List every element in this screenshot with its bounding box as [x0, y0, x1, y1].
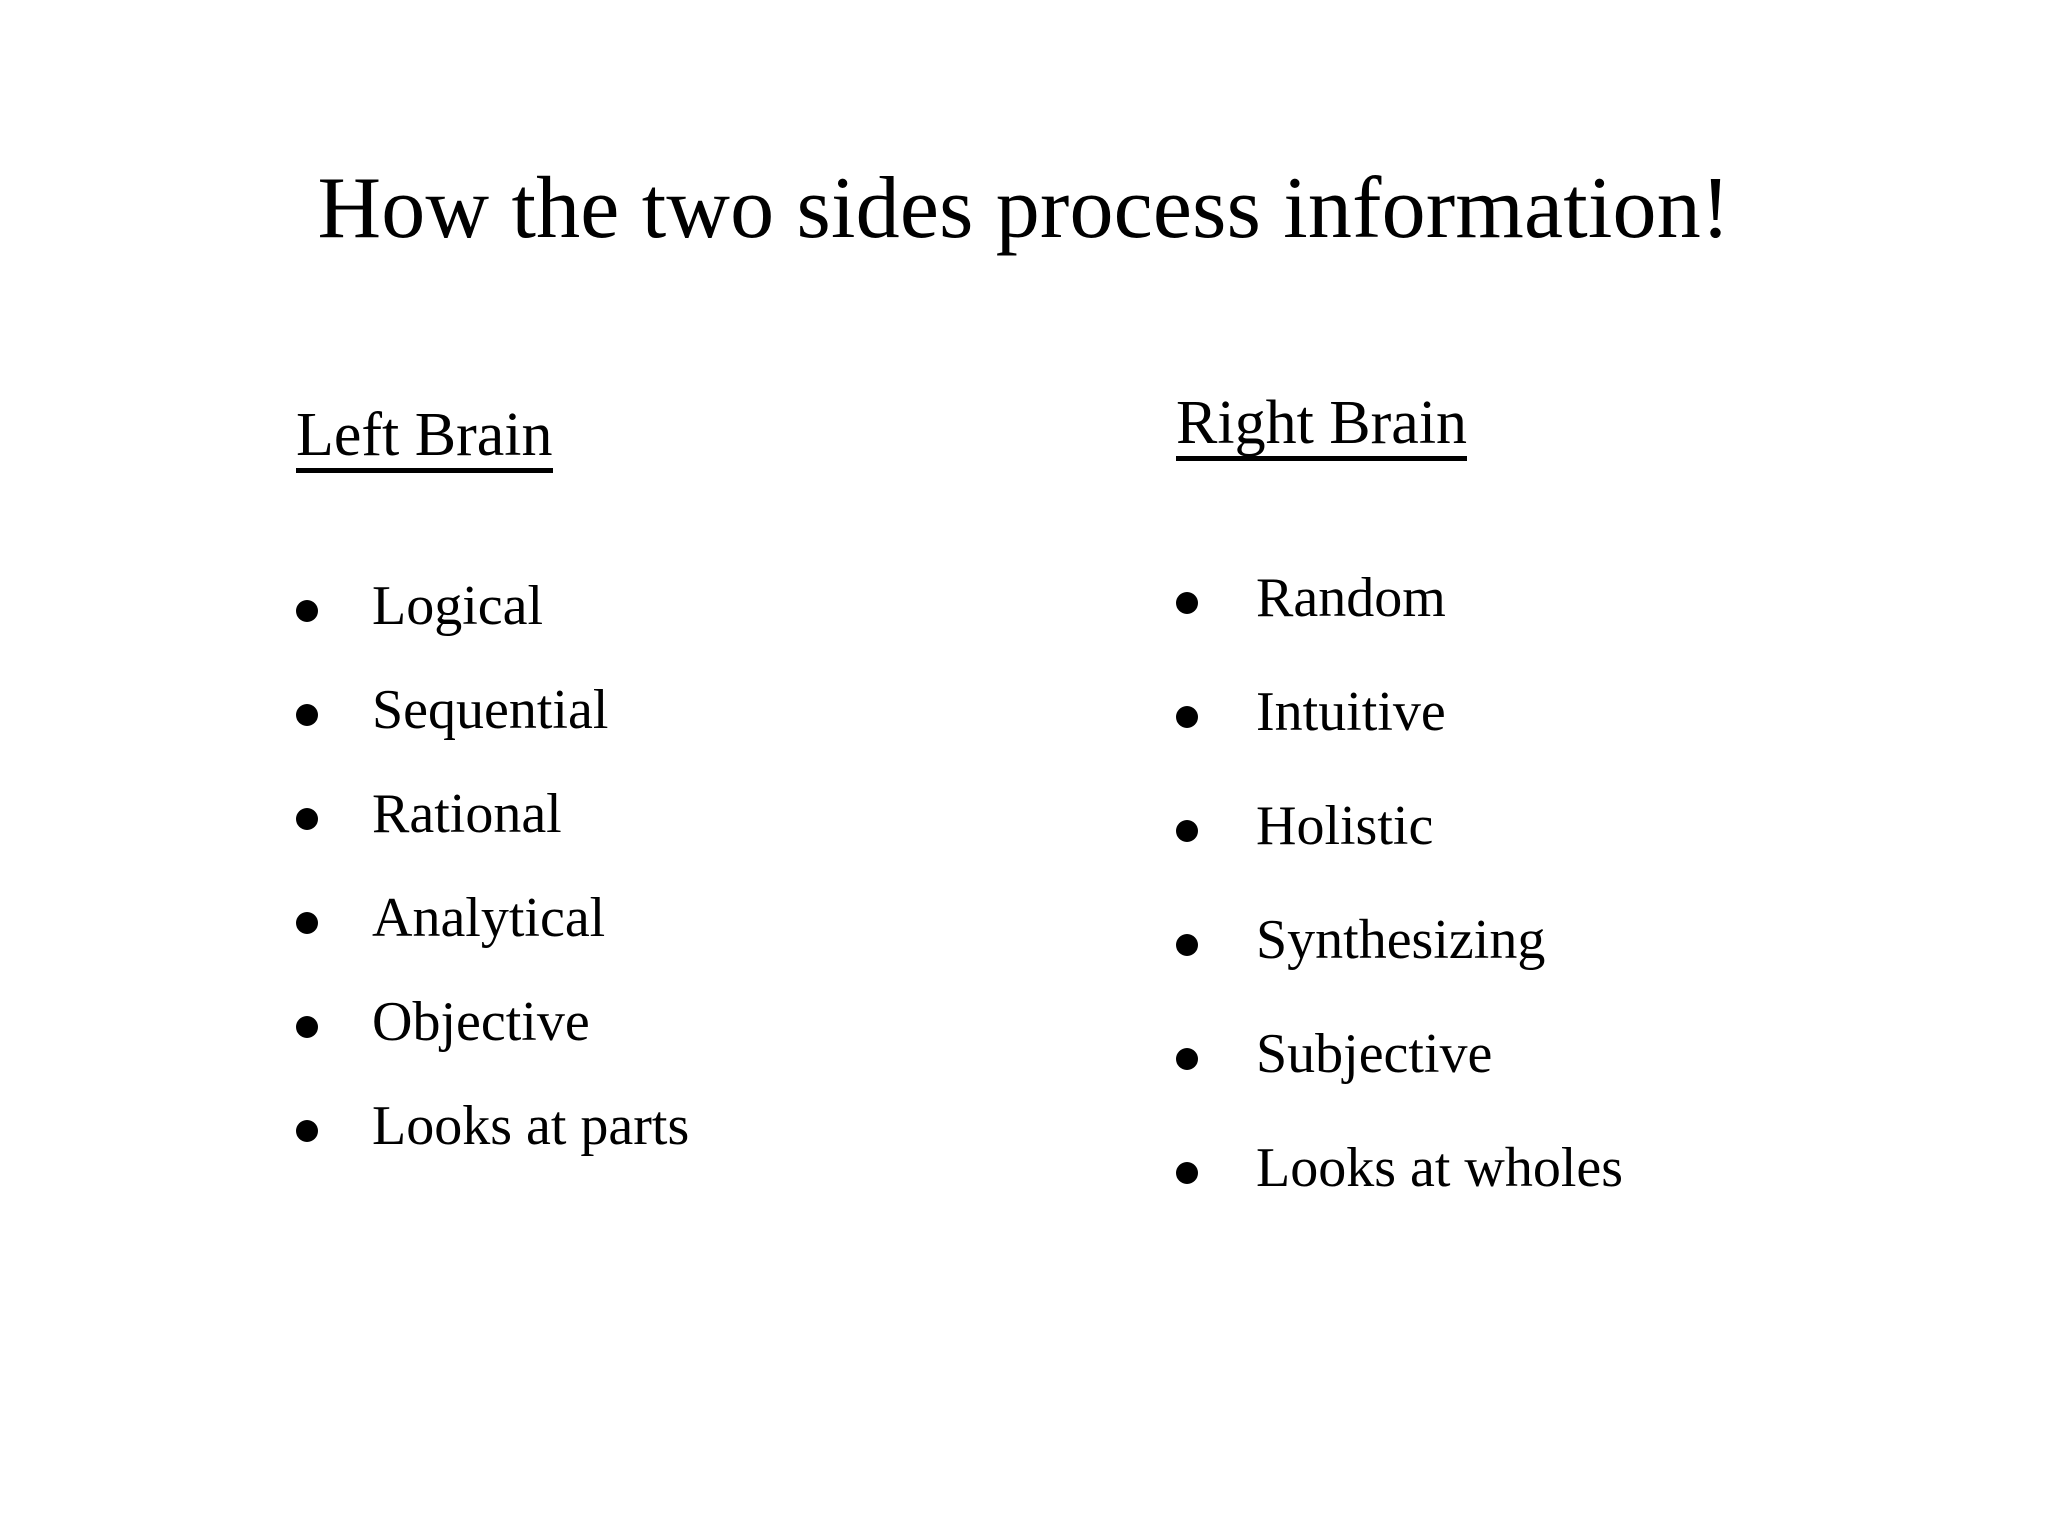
list-item: Objective	[296, 994, 689, 1050]
list-item-label: Sequential	[372, 679, 609, 741]
list-item: Synthesizing	[1176, 912, 1623, 968]
bullet-icon	[1176, 1048, 1198, 1070]
list-item: Logical	[296, 578, 689, 634]
list-item-label: Intuitive	[1256, 681, 1446, 743]
list-item-label: Logical	[372, 575, 544, 637]
list-item: Looks at parts	[296, 1098, 689, 1154]
list-item-label: Synthesizing	[1256, 909, 1546, 971]
list-item-label: Random	[1256, 567, 1446, 629]
list-item: Looks at wholes	[1176, 1140, 1623, 1196]
bullet-icon	[296, 808, 318, 830]
bullet-icon	[1176, 820, 1198, 842]
list-item-label: Rational	[372, 783, 562, 845]
list-item-label: Objective	[372, 991, 590, 1053]
list-item-label: Subjective	[1256, 1023, 1493, 1085]
bullet-icon	[1176, 934, 1198, 956]
list-item-label: Looks at wholes	[1256, 1137, 1624, 1199]
column-heading-right-brain: Right Brain	[1176, 392, 1468, 461]
list-item-label: Looks at parts	[372, 1095, 690, 1157]
list-item: Subjective	[1176, 1026, 1623, 1082]
bullet-icon	[296, 704, 318, 726]
bullet-icon	[1176, 592, 1198, 614]
bullet-list-left-brain: Logical Sequential Rational Analytical O…	[296, 578, 689, 1154]
bullet-icon	[1176, 706, 1198, 728]
list-item-label: Holistic	[1256, 795, 1434, 857]
list-item-label: Analytical	[372, 887, 606, 949]
bullet-list-right-brain: Random Intuitive Holistic Synthesizing S…	[1176, 570, 1623, 1196]
bullet-icon	[296, 912, 318, 934]
bullet-icon	[1176, 1162, 1198, 1184]
list-item: Analytical	[296, 890, 689, 946]
bullet-icon	[296, 1120, 318, 1142]
list-item: Rational	[296, 786, 689, 842]
list-item: Intuitive	[1176, 684, 1623, 740]
list-item: Holistic	[1176, 798, 1623, 854]
column-heading-left-brain: Left Brain	[296, 404, 553, 473]
bullet-icon	[296, 1016, 318, 1038]
list-item: Random	[1176, 570, 1623, 626]
list-item: Sequential	[296, 682, 689, 738]
page-title: How the two sides process information!	[317, 159, 1731, 257]
bullet-icon	[296, 600, 318, 622]
